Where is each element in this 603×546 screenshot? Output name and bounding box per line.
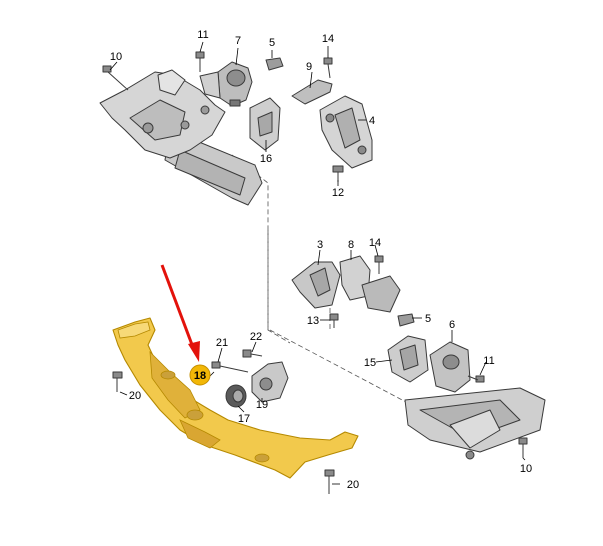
cover-plate [361,275,401,313]
callout-20-bot: 20 [347,479,359,491]
bolt-21 [211,361,249,373]
callout-6: 6 [449,319,455,331]
highlight-badge-18 [189,364,211,386]
callout-18: 18 [194,370,206,382]
engine-mount-6 [429,341,471,393]
callout-14-top: 14 [322,33,334,45]
bracket-16 [249,97,281,151]
bolt-14-mid [374,255,384,274]
callout-8: 8 [348,239,354,251]
bracket-15 [387,335,429,383]
callout-14-mid: 14 [369,237,381,249]
callout-5-top: 5 [269,37,275,49]
clip-5-mid [397,313,415,327]
callout-labels: 10 11 7 5 14 9 4 16 12 3 8 14 13 5 6 15 … [110,29,532,491]
callout-9: 9 [306,61,312,73]
callout-11-mid: 11 [483,355,494,367]
bolt-20-left [112,371,123,392]
clip-5-top [265,57,284,71]
bolt-12 [332,165,344,182]
mount-bracket-19 [251,361,289,403]
engine-bracket-3 [291,261,341,309]
callout-21: 21 [216,337,228,349]
callout-5-mid: 5 [425,313,431,325]
bolt-13 [329,313,339,328]
callout-7: 7 [235,35,241,47]
lower-right-frame [404,387,546,460]
callout-4: 4 [369,115,375,127]
bolt-11-top [195,51,205,72]
subframe-crossmember-18 [112,317,359,479]
gearbox-mount-7 [199,61,253,107]
callout-15: 15 [364,357,376,369]
bolt-10-bot [518,437,528,458]
rubber-bushing-17 [225,384,247,408]
bolt-22 [242,349,263,358]
heat-shield-9 [291,79,333,105]
callout-10-top: 10 [110,51,122,63]
callout-10-bot: 10 [520,463,532,475]
bolt-20-bot [324,469,335,494]
callout-20-left: 20 [129,390,141,402]
callout-leaders [109,41,526,485]
bolt-10-top [102,65,129,91]
callout-11-top: 11 [197,29,208,41]
callout-3: 3 [317,239,323,251]
callout-22: 22 [250,331,262,343]
pointer-arrow [160,264,200,362]
bolt-14-top [323,57,333,79]
callout-13: 13 [307,315,319,327]
callout-17: 17 [238,413,250,425]
callout-12: 12 [332,187,344,199]
support-bracket-4 [319,95,373,169]
bolt-11-mid [467,375,485,383]
callout-16: 16 [260,153,272,165]
callout-19: 19 [256,399,268,411]
upper-left-mount-assembly [99,65,263,206]
